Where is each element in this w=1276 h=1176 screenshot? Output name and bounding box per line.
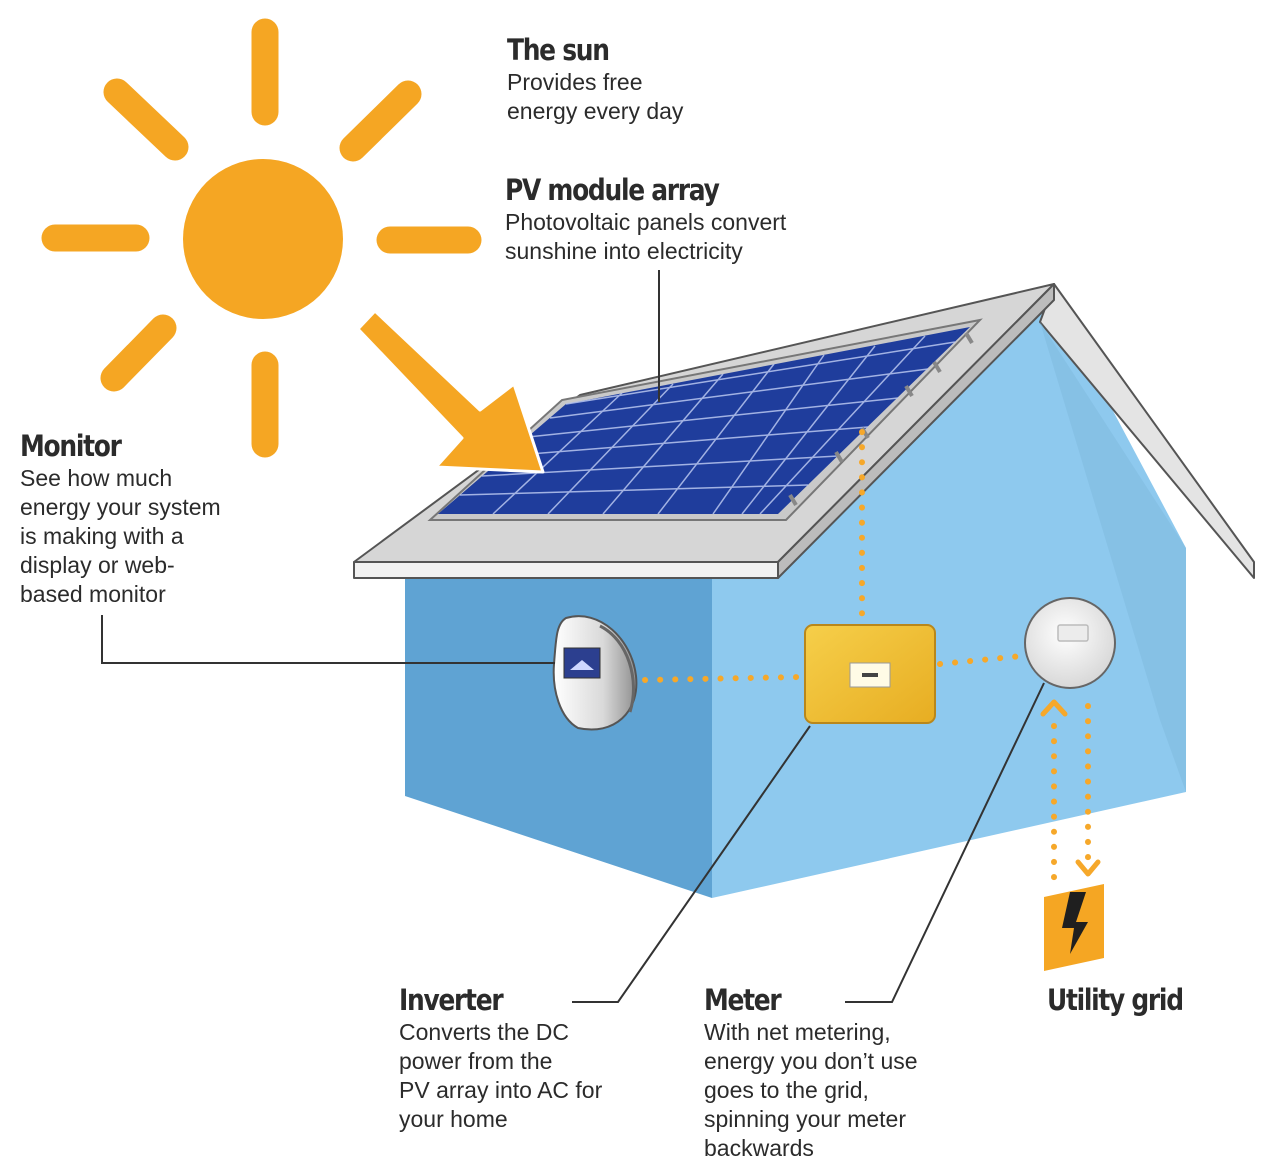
electric-meter-icon bbox=[1024, 597, 1116, 689]
sun-icon bbox=[41, 18, 482, 458]
label-monitor-title: Monitor bbox=[20, 429, 122, 463]
label-sun-desc: Provides free energy every day bbox=[507, 69, 684, 124]
monitor-device-icon bbox=[552, 615, 638, 731]
label-inverter-title: Inverter bbox=[399, 983, 504, 1017]
label-monitor-desc: See how much energy your system is makin… bbox=[20, 465, 221, 607]
house-side-wall bbox=[712, 300, 1186, 898]
leader-lines bbox=[101, 270, 1045, 1003]
label-pv-array: PV module array Photovoltaic panels conv… bbox=[505, 172, 786, 266]
label-monitor: Monitor See how much energy your system … bbox=[20, 428, 221, 609]
label-inverter-desc: Converts the DC power from the PV array … bbox=[399, 1019, 603, 1132]
label-pv-array-title: PV module array bbox=[505, 173, 720, 207]
label-meter: Meter With net metering, energy you don’… bbox=[704, 982, 918, 1163]
label-pv-array-desc: Photovoltaic panels convert sunshine int… bbox=[505, 209, 787, 264]
solar-panel-icon bbox=[427, 318, 983, 521]
inverter-box-icon bbox=[804, 624, 936, 724]
sunlight-arrow-icon bbox=[356, 309, 545, 474]
label-utility-grid-title: Utility grid bbox=[1047, 983, 1184, 1017]
energy-flow-lines bbox=[642, 429, 1091, 893]
house-front-wall bbox=[405, 578, 712, 898]
lightning-bolt-icon bbox=[1044, 884, 1104, 971]
label-inverter: Inverter Converts the DC power from the … bbox=[399, 982, 602, 1134]
label-meter-title: Meter bbox=[704, 983, 782, 1017]
label-meter-desc: With net metering, energy you don’t use … bbox=[704, 1019, 918, 1161]
label-sun-title: The sun bbox=[507, 33, 610, 67]
label-sun: The sun Provides free energy every day bbox=[507, 32, 683, 126]
flow-arrowheads bbox=[1040, 699, 1101, 877]
label-utility-grid: Utility grid bbox=[1047, 982, 1205, 1018]
